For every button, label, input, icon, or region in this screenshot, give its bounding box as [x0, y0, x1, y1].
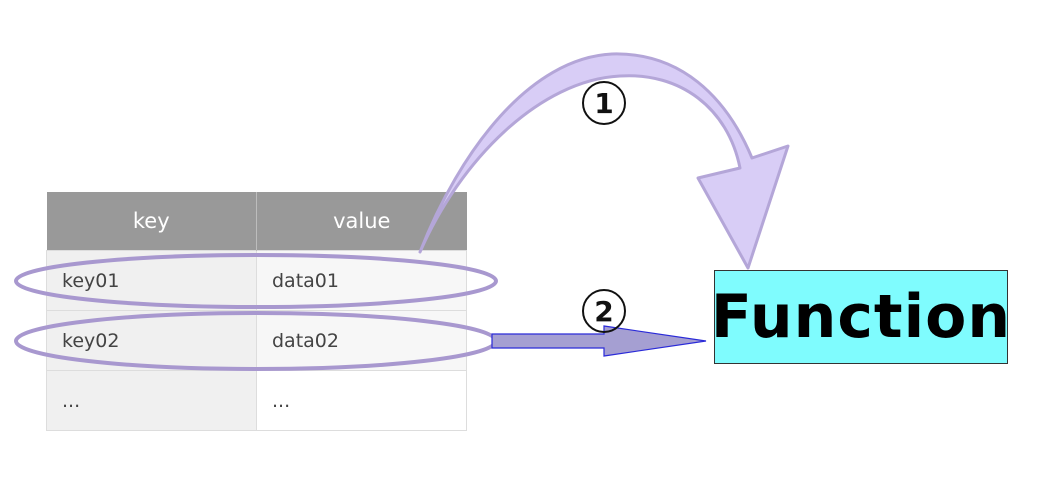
step-1-badge: 1	[582, 81, 626, 125]
row-2-highlight-ellipse	[14, 311, 498, 371]
table-header-row: key value	[46, 192, 467, 251]
function-box: Function	[711, 270, 1010, 364]
header-key: key	[46, 192, 257, 251]
row-3-key: ...	[46, 370, 257, 431]
row-3-value: ...	[256, 370, 467, 431]
row-1-value: data01	[256, 250, 467, 311]
step-1-label: 1	[594, 87, 613, 120]
row-1-highlight-ellipse	[14, 253, 498, 309]
step-2-badge: 2	[582, 289, 626, 333]
table-row: ... ...	[46, 370, 467, 431]
step-2-label: 2	[594, 295, 613, 328]
table-row: key01 data01	[46, 250, 467, 311]
curved-arrow-step-1	[418, 52, 790, 270]
